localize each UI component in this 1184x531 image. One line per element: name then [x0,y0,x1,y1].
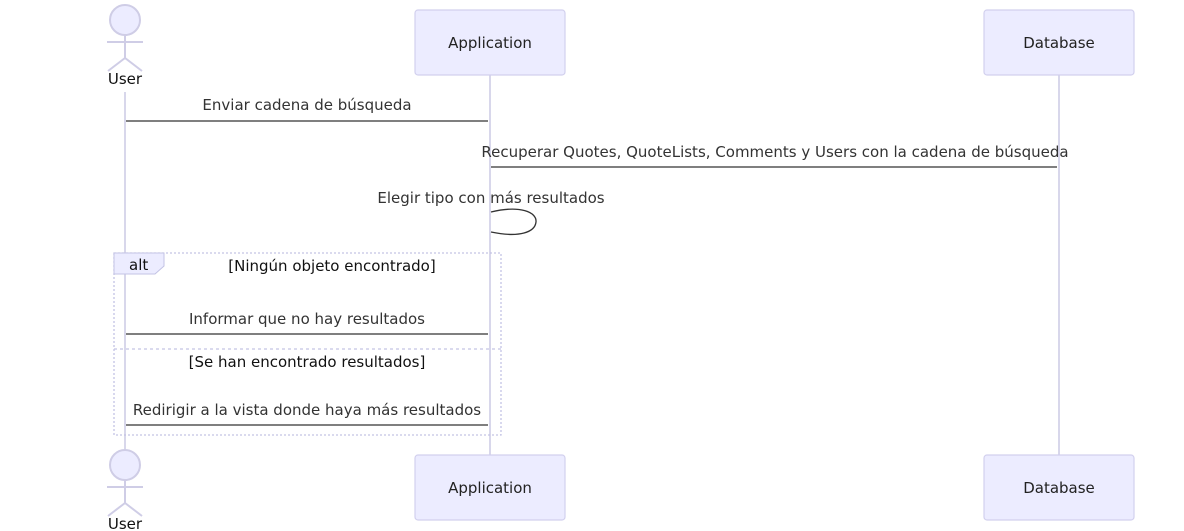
alt-condition-2: [Se han encontrado resultados] [189,353,426,371]
user-actor-bottom: User [107,449,143,531]
alt-condition-1: [Ningún objeto encontrado] [228,257,435,275]
application-box-top [414,9,566,76]
database-participant-top: Database [983,9,1135,76]
alt-tag [113,252,165,275]
database-label-top: Database [1023,34,1095,52]
database-box-bottom [983,454,1135,521]
database-label-bottom: Database [1023,479,1095,497]
user-label-bottom: User [108,515,143,531]
user-label-top: User [108,70,143,88]
alt-frame [113,252,502,436]
alt-label: alt [129,256,148,274]
application-participant-top: Application [414,9,566,76]
database-box-top [983,9,1135,76]
message-5: Redirigir a la vista donde haya más resu… [126,401,488,426]
database-participant-bottom: Database [983,454,1135,521]
message-3-self: Elegir tipo con más resultados [377,189,605,236]
application-box-bottom [414,454,566,521]
application-participant-bottom: Application [414,454,566,521]
message-5-label: Redirigir a la vista donde haya más resu… [133,401,481,419]
user-head-icon [109,4,141,36]
application-label-top: Application [448,34,532,52]
message-2: Recuperar Quotes, QuoteLists, Comments y… [481,143,1069,168]
message-2-label: Recuperar Quotes, QuoteLists, Comments y… [481,143,1068,161]
message-3-label: Elegir tipo con más resultados [377,189,604,207]
message-1: Enviar cadena de búsqueda [126,96,488,122]
user-actor-top: User [107,4,143,88]
message-3-loop [490,208,537,236]
message-4: Informar que no hay resultados [126,310,488,335]
application-label-bottom: Application [448,479,532,497]
message-4-label: Informar que no hay resultados [189,310,425,328]
user-head-icon-bottom [109,449,141,481]
message-1-label: Enviar cadena de búsqueda [202,96,411,114]
